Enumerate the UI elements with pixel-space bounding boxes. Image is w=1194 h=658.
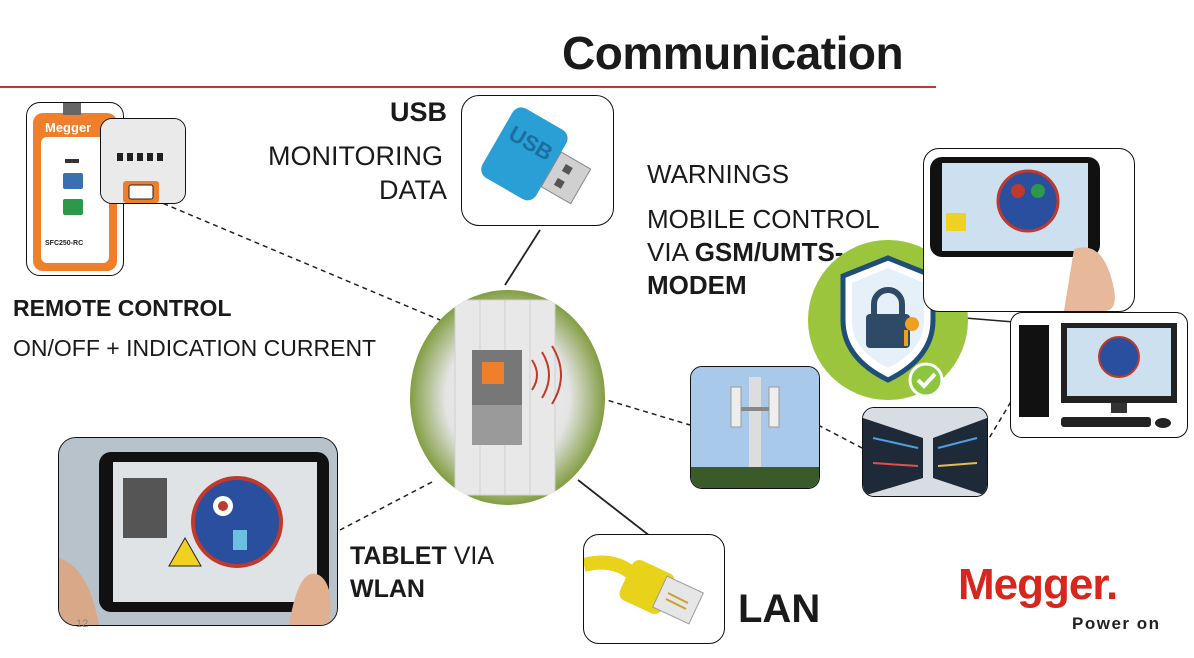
server-racks-icon: [863, 408, 987, 496]
central-relay-device-image: [410, 290, 605, 505]
relay-breaker-icon: [454, 299, 562, 496]
antenna-tower-icon: [691, 367, 819, 488]
tablet-image: [58, 437, 338, 626]
page-title: Communication: [562, 27, 904, 79]
usb-stick-icon: USB: [481, 107, 592, 205]
desktop-pc-image: [1010, 312, 1188, 438]
page-number: 12: [76, 618, 89, 630]
mobile-gsm: GSM/UMTS-: [694, 237, 844, 267]
remote-device-icon: Megger SFC250-RC: [33, 103, 117, 271]
remote-device-model: SFC250-RC: [45, 240, 83, 247]
led-panel-icon: [101, 119, 185, 203]
usb-image: USB: [461, 95, 614, 226]
remote-control-subtext: ON/OFF + INDICATION CURRENT: [13, 335, 377, 361]
tablet-via: VIA: [446, 542, 494, 570]
megger-logo: Megger.: [958, 560, 1118, 609]
shield-lock-icon: [840, 255, 944, 398]
usb-line1: MONITORING: [268, 141, 443, 171]
tablet-label-line1: TABLET VIA: [350, 541, 494, 572]
remote-control-heading: REMOTE CONTROL: [13, 295, 232, 321]
smartphone-app-icon: [930, 157, 1115, 311]
remote-control-zoom-image: [100, 118, 186, 204]
usb-line2: DATA: [379, 175, 448, 205]
tablet-app-icon: [59, 438, 337, 625]
megger-tagline: Power on: [1072, 614, 1161, 633]
cell-tower-image: [690, 366, 820, 489]
remote-control-device-image: Megger SFC250-RC: [26, 102, 124, 276]
lan-cable-image: [583, 534, 725, 644]
mobile-control-line1: MOBILE CONTROL: [647, 204, 880, 234]
lan-label: LAN: [738, 587, 821, 631]
warnings-label: WARNINGS: [647, 159, 790, 189]
ethernet-plug-icon: [584, 555, 704, 625]
smartphone-image: [923, 148, 1135, 312]
tablet-heading: TABLET: [350, 542, 447, 570]
mobile-control-modem: MODEM: [647, 270, 747, 300]
desktop-computer-icon: [1019, 323, 1177, 428]
remote-device-brand: Megger: [45, 120, 91, 135]
tablet-wlan: WLAN: [350, 575, 425, 603]
title-divider: [0, 86, 936, 88]
mobile-control-line2: VIA GSM/UMTS-: [647, 236, 843, 269]
usb-heading: USB: [390, 97, 448, 127]
mobile-via: VIA: [647, 237, 695, 267]
server-room-image: [862, 407, 988, 497]
